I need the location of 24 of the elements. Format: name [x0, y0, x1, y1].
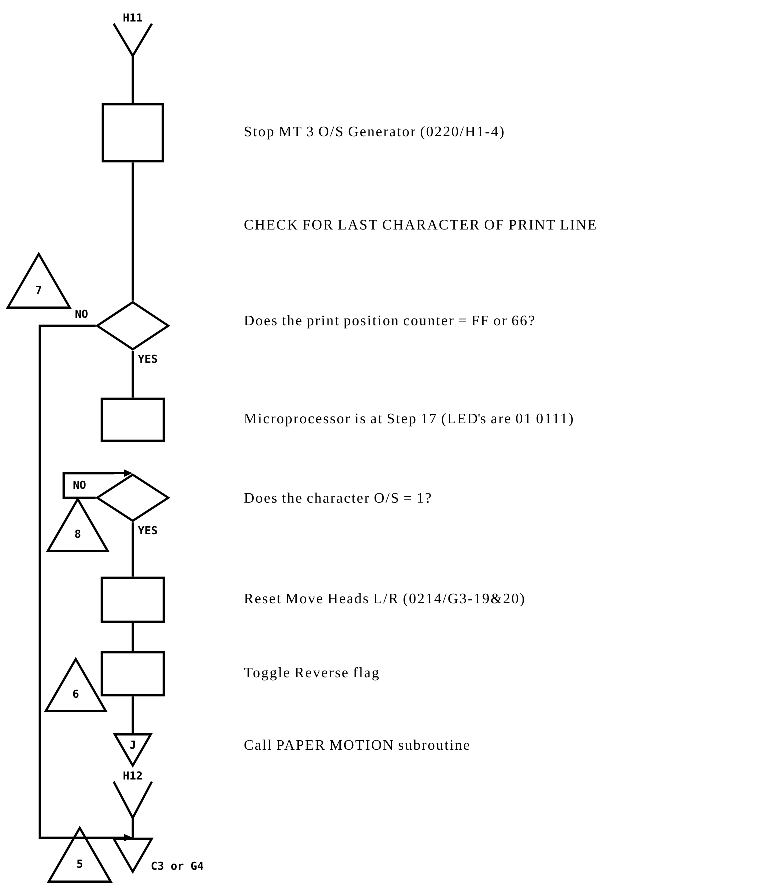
description-text: CHECK FOR LAST CHARACTER OF PRINT LINE — [244, 220, 596, 230]
edge-label: YES — [138, 526, 158, 535]
process-box — [100, 651, 166, 697]
edge-label: NO — [74, 480, 86, 490]
edge-label: NO — [76, 310, 88, 318]
flow-line — [132, 522, 134, 577]
node-label: C3 or G4 — [152, 862, 204, 870]
description-text: Call PAPER MOTION subroutine — [244, 740, 470, 750]
flow-line — [132, 56, 134, 104]
description-text: Toggle Reverse flag — [244, 667, 379, 681]
flow-line — [132, 818, 134, 838]
flow-line — [132, 162, 134, 301]
description-text: Reset Move Heads L/R (0214/G3-19&20) — [244, 593, 524, 607]
process-box — [102, 103, 164, 163]
description-text: Does the character O/S = 1? — [244, 492, 432, 504]
flow-line — [132, 623, 134, 652]
flow-line — [132, 351, 134, 398]
description-text: Stop MT 3 O/S Generator (0220/H1-4) — [245, 126, 504, 140]
process-box — [100, 398, 166, 442]
process-box — [100, 576, 166, 624]
flow-line — [132, 696, 134, 734]
description-text: Microprocessor is at Step 17 (LED's are 01 0111) — [244, 413, 574, 427]
edge-label: YES — [138, 354, 158, 364]
description-text: Does the print position counter = FF or 66? — [244, 315, 534, 329]
